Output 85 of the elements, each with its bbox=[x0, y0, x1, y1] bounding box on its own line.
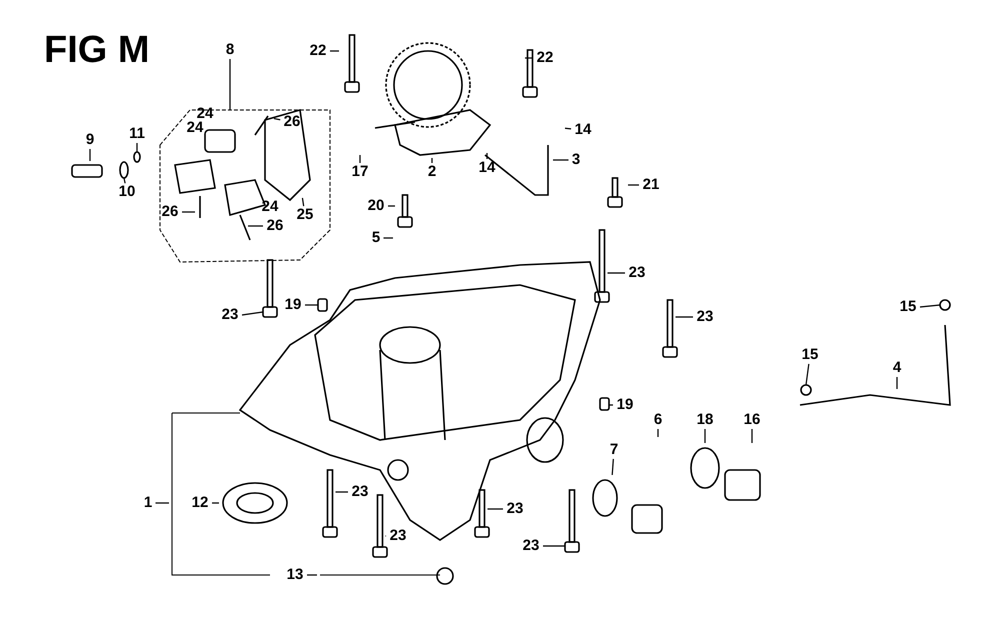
leader-line bbox=[553, 159, 568, 161]
leader-line bbox=[609, 404, 613, 406]
bolt-icon bbox=[564, 489, 580, 553]
callout-number: 7 bbox=[610, 442, 618, 458]
leader-line bbox=[242, 311, 264, 316]
callout-number: 23 bbox=[222, 307, 238, 323]
callout-number: 11 bbox=[129, 126, 145, 142]
callout-number: 6 bbox=[654, 412, 662, 428]
leader-line bbox=[543, 545, 565, 547]
callout-number: 14 bbox=[574, 122, 592, 138]
dowel-pin-icon bbox=[317, 298, 328, 312]
callout-number: 18 bbox=[696, 412, 714, 428]
leader-line bbox=[657, 429, 659, 437]
leader-line bbox=[182, 211, 195, 213]
callout-number: 15 bbox=[802, 347, 818, 363]
leader-line bbox=[274, 118, 280, 120]
callout-number: 5 bbox=[372, 230, 380, 246]
callout-number: 12 bbox=[192, 495, 208, 511]
dowel-pin-icon bbox=[599, 397, 610, 411]
leader-line bbox=[89, 149, 91, 161]
leader-line bbox=[612, 458, 614, 476]
callout-number: 21 bbox=[642, 177, 660, 193]
callout-number: 23 bbox=[522, 538, 540, 554]
callout-number: 17 bbox=[352, 164, 368, 180]
leader-line bbox=[384, 237, 393, 239]
figure-title: FIG M bbox=[44, 30, 150, 70]
leader-line bbox=[212, 502, 219, 504]
leader-line bbox=[805, 364, 810, 386]
leader-line bbox=[305, 304, 318, 306]
leader-line bbox=[123, 178, 126, 184]
callout-number: 23 bbox=[696, 309, 714, 325]
clip-icon bbox=[133, 151, 141, 163]
clip-icon bbox=[939, 299, 951, 311]
callout-number: 24 bbox=[186, 120, 204, 136]
callout-number: 2 bbox=[428, 164, 436, 180]
callout-number: 20 bbox=[368, 198, 384, 214]
callout-number: 22 bbox=[310, 43, 326, 59]
leader-line bbox=[486, 153, 488, 159]
callout-number: 25 bbox=[296, 207, 314, 223]
leader-line bbox=[431, 158, 433, 163]
leader-line bbox=[307, 574, 317, 576]
callout-number: 9 bbox=[86, 132, 94, 148]
leader-line bbox=[676, 316, 693, 318]
leader-line bbox=[336, 491, 348, 493]
leader-line bbox=[525, 57, 533, 59]
callout-number: 13 bbox=[286, 567, 304, 583]
leader-line bbox=[488, 508, 503, 510]
callout-number: 23 bbox=[506, 501, 524, 517]
callout-number: 23 bbox=[390, 528, 406, 544]
leader-line bbox=[302, 198, 304, 206]
callout-number: 26 bbox=[162, 204, 178, 220]
callout-number: 3 bbox=[572, 152, 580, 168]
callout-number: 8 bbox=[226, 42, 234, 58]
callout-number: 26 bbox=[266, 218, 284, 234]
leader-line bbox=[330, 50, 339, 52]
callout-number: 24 bbox=[262, 199, 278, 215]
leader-line bbox=[248, 225, 263, 227]
callout-number: 4 bbox=[892, 360, 902, 376]
leader-line bbox=[628, 184, 639, 186]
callout-number: 1 bbox=[144, 495, 152, 511]
leader-line bbox=[156, 502, 169, 504]
leader-line bbox=[136, 143, 138, 152]
callout-number: 26 bbox=[284, 114, 300, 130]
callout-number: 10 bbox=[118, 184, 136, 200]
callout-number: 16 bbox=[744, 412, 760, 428]
callout-number: 15 bbox=[900, 299, 916, 315]
leader-line bbox=[751, 429, 753, 443]
clip-icon bbox=[800, 384, 812, 396]
leader-line bbox=[920, 304, 940, 308]
leader-line bbox=[564, 128, 572, 130]
leader-line bbox=[896, 377, 898, 389]
washer-icon bbox=[119, 161, 129, 179]
callout-number: 23 bbox=[628, 265, 646, 281]
callout-number: 19 bbox=[616, 397, 634, 413]
callout-number: 14 bbox=[478, 160, 496, 176]
leader-line bbox=[229, 59, 231, 110]
leader-line bbox=[359, 155, 361, 163]
leader-line bbox=[608, 272, 625, 274]
bolt-icon bbox=[262, 259, 278, 318]
callout-number: 22 bbox=[536, 50, 554, 66]
callout-number: 19 bbox=[284, 297, 302, 313]
callout-number: 23 bbox=[352, 484, 368, 500]
callout-number: 24 bbox=[196, 106, 214, 122]
leader-line bbox=[388, 205, 395, 207]
leader-line bbox=[704, 429, 706, 443]
